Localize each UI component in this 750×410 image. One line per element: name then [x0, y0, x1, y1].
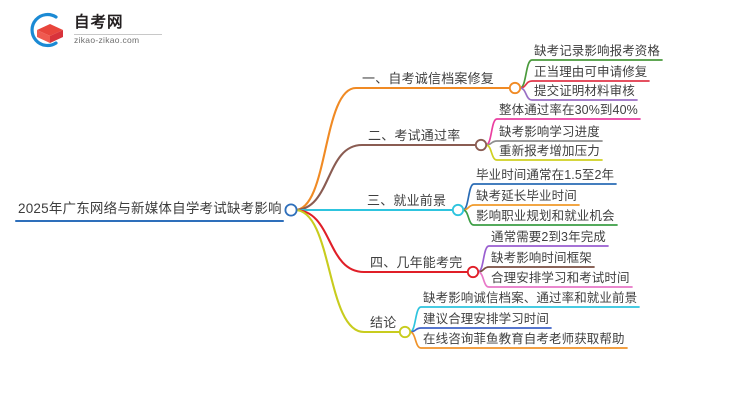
branch-label-2[interactable]: 二、考试通过率: [368, 128, 461, 143]
branch-node-dot[interactable]: [474, 138, 488, 152]
branch-label-4[interactable]: 四、几年能考完: [370, 255, 463, 270]
leaf-link: [409, 331, 628, 349]
logo-title: 自考网: [74, 14, 124, 32]
leaf-label-3-2[interactable]: 缺考延长毕业时间: [476, 189, 577, 203]
leaf-label-3-3[interactable]: 影响职业规划和就业机会: [476, 209, 615, 223]
branch-link: [293, 86, 511, 212]
leaf-label-2-3[interactable]: 重新报考增加压力: [499, 144, 600, 158]
branch-label-1[interactable]: 一、自考诚信档案修复: [362, 71, 495, 86]
leaf-label-5-3[interactable]: 在线咨询菲鱼教育自考老师获取帮助: [423, 332, 625, 346]
leaf-label-4-2[interactable]: 缺考影响时间框架: [491, 251, 592, 265]
leaf-label-2-2[interactable]: 缺考影响学习进度: [499, 125, 600, 139]
leaf-link: [519, 87, 638, 101]
leaf-link: [485, 144, 603, 161]
leaf-link: [477, 271, 633, 288]
root-node-dot[interactable]: [284, 203, 298, 217]
branch-node-dot[interactable]: [466, 265, 480, 279]
leaf-label-1-1[interactable]: 缺考记录影响报考资格: [534, 44, 661, 58]
graduation-cap-icon: [26, 10, 68, 50]
leaf-link: [462, 209, 618, 226]
branch-node-dot[interactable]: [398, 325, 412, 339]
leaf-label-4-1[interactable]: 通常需要2到3年完成: [491, 230, 606, 244]
branch-label-3[interactable]: 三、就业前景: [367, 193, 447, 208]
site-logo[interactable]: 自考网 zikao-zikao.com: [26, 8, 166, 52]
branch-node-dot[interactable]: [508, 81, 522, 95]
logo-divider: [74, 33, 162, 35]
leaf-label-5-1[interactable]: 缺考影响诚信档案、通过率和就业前景: [423, 291, 638, 305]
leaf-label-5-2[interactable]: 建议合理安排学习时间: [423, 312, 550, 326]
leaf-label-1-3[interactable]: 提交证明材料审核: [534, 84, 635, 98]
leaf-label-3-1[interactable]: 毕业时间通常在1.5至2年: [476, 168, 615, 182]
branch-node-dot[interactable]: [451, 203, 465, 217]
leaf-label-4-3[interactable]: 合理安排学习和考试时间: [491, 271, 630, 285]
leaf-label-1-2[interactable]: 正当理由可申请修复: [534, 65, 648, 79]
branch-link: [293, 143, 477, 212]
mindmap-link-layer: [15, 59, 663, 349]
root-label[interactable]: 2025年广东网络与新媒体自学考试缺考影响: [18, 201, 282, 216]
branch-label-5[interactable]: 结论: [370, 315, 397, 330]
leaf-label-2-1[interactable]: 整体通过率在30%到40%: [499, 103, 638, 117]
branch-link: [293, 208, 401, 334]
branch-link: [293, 208, 469, 274]
mindmap-node-layer: [284, 81, 522, 339]
logo-domain: zikao-zikao.com: [74, 34, 140, 45]
